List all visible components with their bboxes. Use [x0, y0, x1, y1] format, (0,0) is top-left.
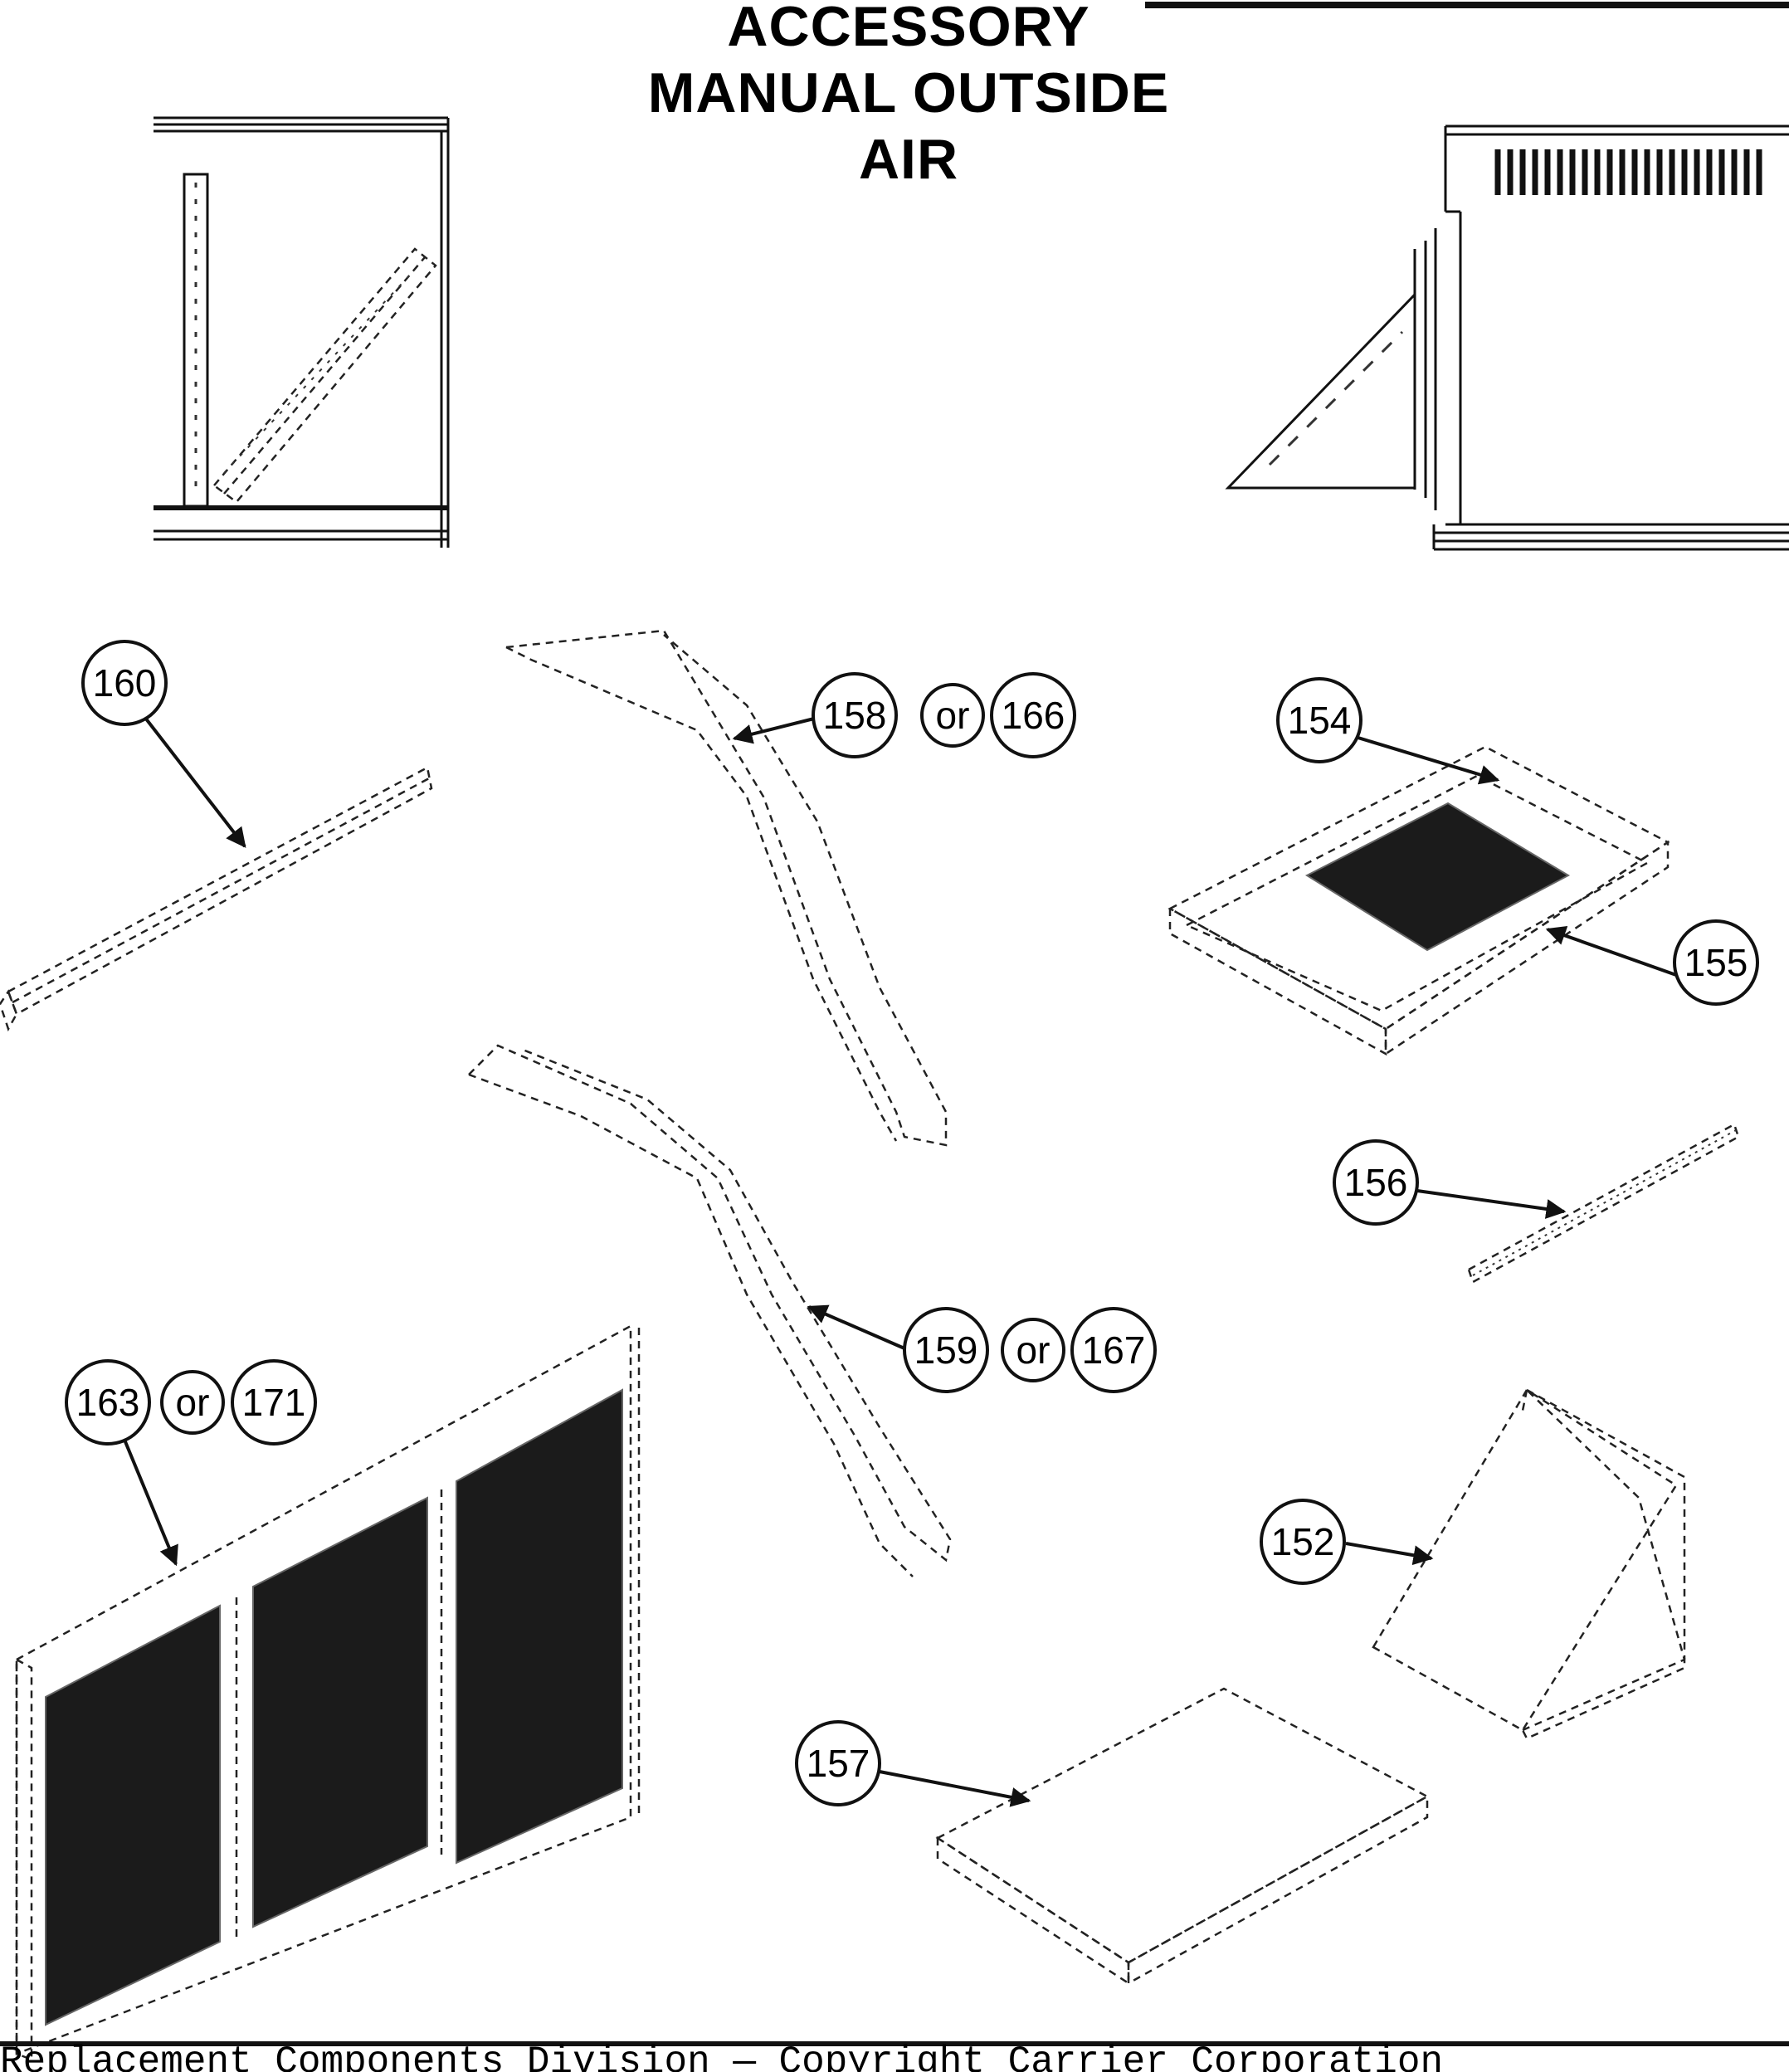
callout-152: 152	[1260, 1499, 1346, 1585]
title-line-3: AIR	[859, 128, 958, 191]
callout-155-label: 155	[1684, 941, 1748, 984]
callout-159-or-167: 159 or 167	[903, 1307, 1157, 1393]
callout-157: 157	[795, 1720, 881, 1806]
callout-163-label: 163	[76, 1381, 140, 1424]
callout-154: 154	[1276, 677, 1362, 763]
part-156-strip	[1467, 1123, 1740, 1284]
callout-159-or-label: or	[1016, 1329, 1050, 1372]
part-163-171-filter-panel	[15, 1324, 641, 2061]
callout-163-or-label: or	[176, 1381, 210, 1424]
part-158-166-blade	[505, 629, 948, 1147]
end-view-inset	[1225, 124, 1789, 551]
callout-160-label: 160	[93, 661, 157, 704]
title-line-1: ACCESSORY	[727, 0, 1089, 58]
diagram-title: ACCESSORY MANUAL OUTSIDE AIR	[648, 0, 1170, 191]
leader-lines	[123, 716, 1677, 1807]
callout-152-label: 152	[1271, 1520, 1335, 1563]
callout-155: 155	[1673, 919, 1759, 1006]
callout-158-label: 158	[823, 694, 887, 737]
callout-158-or-label: or	[936, 694, 970, 737]
callout-163-or-171: 163 or 171	[65, 1359, 317, 1446]
part-152-hood	[1372, 1388, 1686, 1740]
callout-157-label: 157	[807, 1742, 870, 1785]
part-155-filter	[1304, 802, 1571, 952]
callout-159-label: 159	[914, 1329, 978, 1372]
title-line-2: MANUAL OUTSIDE	[648, 61, 1170, 124]
callout-160: 160	[81, 640, 168, 726]
part-159-167-blade	[468, 1044, 952, 1577]
callout-154-label: 154	[1288, 699, 1352, 742]
callout-158-or-166: 158 or 166	[812, 672, 1076, 758]
part-154-frame	[1167, 745, 1670, 1056]
callout-156: 156	[1333, 1139, 1419, 1226]
callout-167-label: 167	[1082, 1329, 1146, 1372]
part-160-rail	[0, 766, 433, 1032]
side-view-inset	[154, 116, 450, 548]
callout-166-label: 166	[1002, 694, 1065, 737]
callout-156-label: 156	[1344, 1161, 1408, 1204]
callout-171-label: 171	[242, 1381, 306, 1424]
part-157-panel	[935, 1687, 1430, 1986]
footer-text: Replacement Components Division — Copyri…	[0, 2040, 1443, 2072]
